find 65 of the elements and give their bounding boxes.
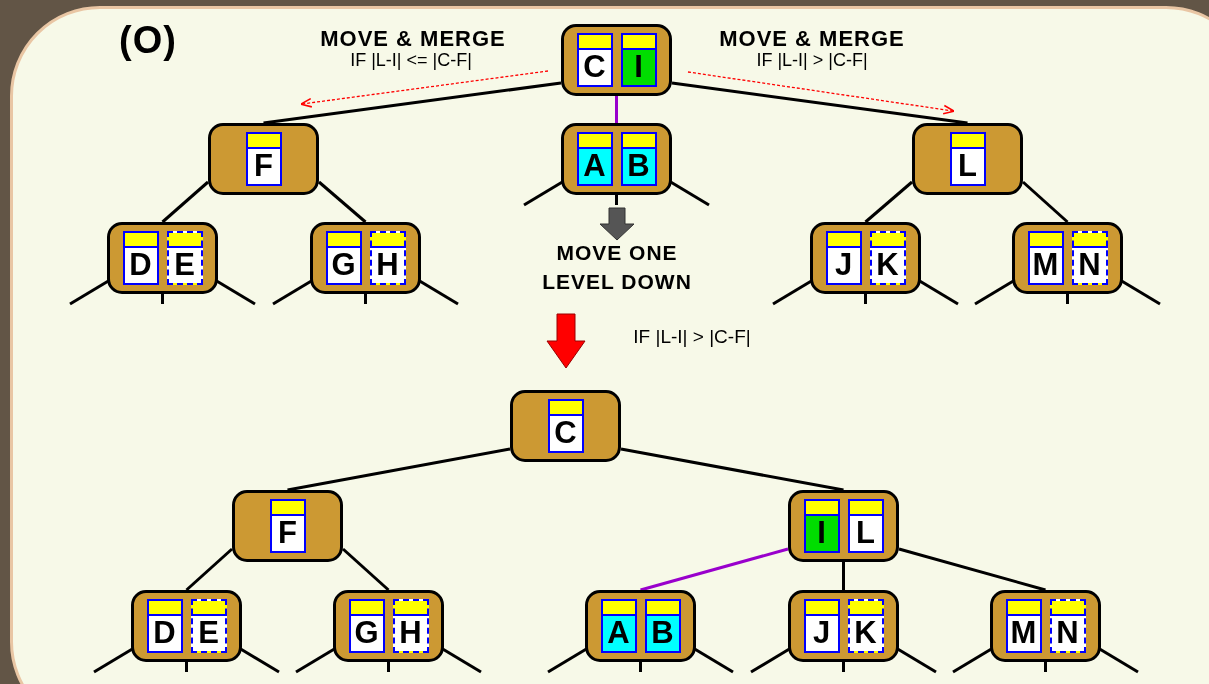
key-cell: A	[600, 599, 637, 653]
key-cell: L	[949, 132, 986, 186]
key-cell: D	[146, 599, 183, 653]
tree-node-box	[561, 24, 672, 96]
tree-link	[864, 180, 913, 224]
tree-node-box	[585, 590, 696, 662]
tree-node-box	[510, 390, 621, 462]
key-cell: K	[869, 231, 906, 285]
key-cell: M	[1005, 599, 1042, 653]
tree-link	[342, 547, 390, 592]
tree-link	[263, 81, 562, 125]
key-cell: G	[325, 231, 362, 285]
key-cell: H	[392, 599, 429, 653]
key-cell: C	[576, 33, 613, 87]
tree-node-box	[131, 590, 242, 662]
key-cell: I	[803, 499, 840, 553]
condition-text: IF |L-I| > |C-F|	[633, 326, 751, 349]
key-cell: F	[269, 499, 306, 553]
tree-node-box	[912, 123, 1023, 195]
key-cell: A	[576, 132, 613, 186]
tree-link	[1022, 180, 1069, 224]
heading-text: MOVE ONE LEVEL DOWN	[541, 240, 693, 296]
heading-text: (O)	[119, 18, 177, 63]
tree-link	[640, 547, 789, 592]
tree-link	[318, 180, 367, 224]
tree-link	[842, 562, 845, 590]
key-cell: E	[190, 599, 227, 653]
key-cell: M	[1027, 231, 1064, 285]
tree-node-box	[232, 490, 343, 562]
tree-link	[287, 447, 511, 492]
tree-node-box	[107, 222, 218, 294]
key-cell: J	[825, 231, 862, 285]
key-cell: C	[547, 399, 584, 453]
key-cell: L	[847, 499, 884, 553]
condition-text: IF |L-I| > |C-F|	[756, 50, 868, 72]
tree-node-box	[788, 490, 899, 562]
tree-node-box	[810, 222, 921, 294]
key-cell: I	[620, 33, 657, 87]
tree-node-box	[310, 222, 421, 294]
key-cell: N	[1049, 599, 1086, 653]
condition-text: IF |L-I| <= |C-F|	[350, 50, 472, 72]
tree-link	[615, 96, 618, 123]
key-cell: J	[803, 599, 840, 653]
key-cell: B	[644, 599, 681, 653]
key-cell: H	[369, 231, 406, 285]
tree-link	[898, 547, 1046, 592]
key-cell: B	[620, 132, 657, 186]
tree-link	[671, 81, 968, 125]
tree-node-box	[208, 123, 319, 195]
tree-link	[620, 447, 844, 492]
key-cell: G	[348, 599, 385, 653]
key-cell: F	[245, 132, 282, 186]
key-cell: E	[166, 231, 203, 285]
heading-text: MOVE & MERGE	[719, 26, 905, 53]
tree-node-box	[561, 123, 672, 195]
tree-node-box	[990, 590, 1101, 662]
tree-link	[185, 547, 233, 592]
tree-node-box	[788, 590, 899, 662]
tree-node-box	[1012, 222, 1123, 294]
tree-link	[161, 180, 209, 224]
key-cell: K	[847, 599, 884, 653]
tree-node-box	[333, 590, 444, 662]
key-cell: D	[122, 231, 159, 285]
heading-text: MOVE & MERGE	[320, 26, 506, 53]
key-cell: N	[1071, 231, 1108, 285]
